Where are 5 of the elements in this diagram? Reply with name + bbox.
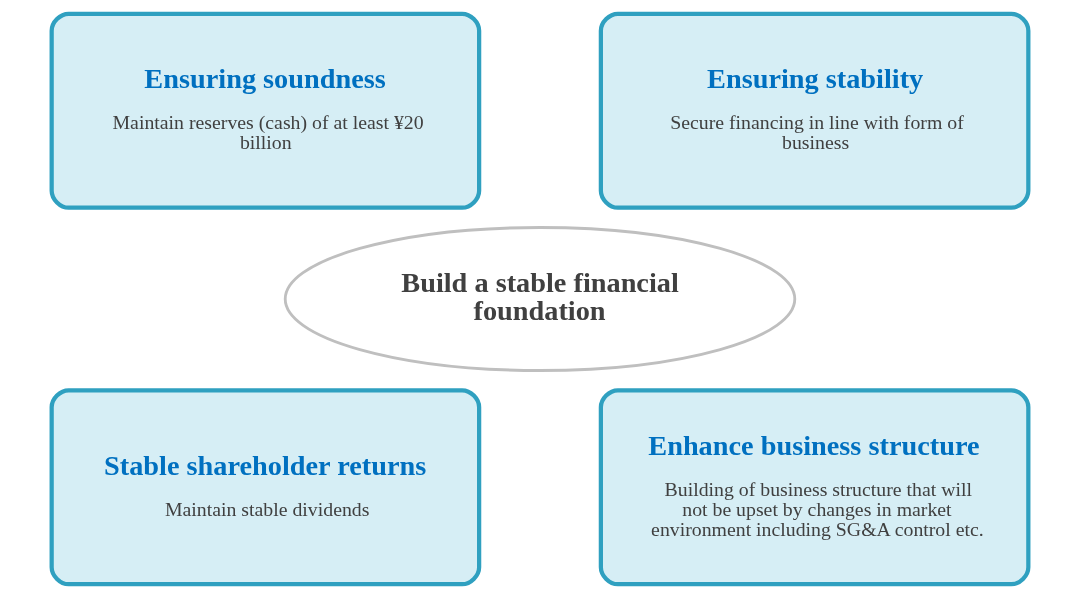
node-box: Stable shareholder returns Maintain stable dividends [49, 388, 482, 587]
node-box: Ensuring stability Secure financing in line with form of business [598, 11, 1031, 210]
node-ellipse: Build a stable financial foundation [283, 226, 797, 372]
node-box: Enhance business structure Building of business structure that will not be upset by changes in market environment including SG&A control etc. [598, 388, 1031, 587]
node-box: Ensuring soundness Maintain reserves (cash) of at least ¥20 billion [49, 11, 482, 210]
